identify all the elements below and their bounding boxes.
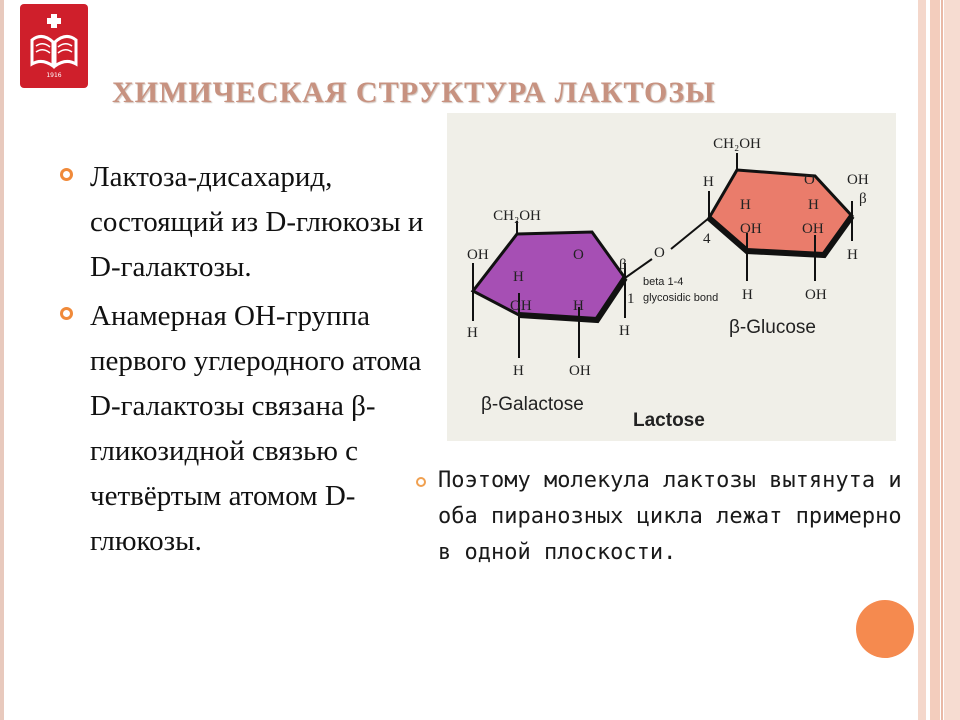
glucose-beta-label: β <box>859 191 867 207</box>
galactose-ch2oh-label: CH₂OH <box>493 208 541 224</box>
glucose-oh-label: OH <box>805 287 827 303</box>
note-text: Поэтому молекула лактозы вытянута и оба … <box>438 468 902 565</box>
university-logo: 1916 <box>20 4 88 88</box>
bond-caption-line-1: beta 1-4 <box>643 276 683 288</box>
glucose-bonds <box>708 153 853 281</box>
galactose-bonds <box>472 217 710 358</box>
glucose-ch2oh-label: CH₂OH <box>713 136 761 152</box>
page-title: ХИМИЧЕСКАЯ СТРУКТУРА ЛАКТОЗЫ <box>112 76 716 109</box>
galactose-h-label: H <box>513 269 524 285</box>
glucose-h-label: H <box>703 174 714 190</box>
glucose-carbon-number: 4 <box>703 231 711 247</box>
glucose-h-label: H <box>808 197 819 213</box>
glucose-h-label: H <box>742 287 753 303</box>
galactose-oh-label: OH <box>467 247 489 263</box>
decorative-orange-circle <box>856 600 914 658</box>
logo-year: 1916 <box>46 72 62 79</box>
glucose-h-label: H <box>740 197 751 213</box>
lactose-name-label: Lactose <box>633 410 705 431</box>
bullet-circle-icon <box>416 477 426 487</box>
glucose-h-label: H <box>847 247 858 263</box>
bullet-list: Лактоза-дисахарид, состоящий из D-глюкоз… <box>60 155 440 568</box>
galactose-h-label: H <box>467 325 478 341</box>
glucose-ring-front-edge <box>707 214 855 259</box>
right-frame-stripe <box>944 0 960 720</box>
right-frame-line <box>941 0 943 720</box>
galactose-oh-label: OH <box>510 298 532 314</box>
galactose-h-label: H <box>513 363 524 379</box>
glycosidic-oxygen-label: O <box>654 245 665 261</box>
bullet-circle-icon <box>60 168 73 181</box>
galactose-ring-oxygen-label: O <box>573 247 584 263</box>
galactose-ring-front-edge <box>518 276 628 324</box>
bullet-circle-icon <box>60 307 73 320</box>
open-book-icon <box>30 14 78 69</box>
bullet-text: Лактоза-дисахарид, состоящий из D-глюкоз… <box>90 161 424 283</box>
note-paragraph: Поэтому молекула лактозы вытянута и оба … <box>412 463 922 571</box>
glucose-name-label: β-Glucose <box>729 317 816 338</box>
galactose-beta-label: β <box>619 257 627 273</box>
glucose-oh-label: OH <box>802 221 824 237</box>
glucose-oh-label: OH <box>740 221 762 237</box>
list-item: Анамерная OH-группа первого углеродного … <box>60 294 440 564</box>
lactose-structure-diagram: CH₂OH OH O β H OH H 1 H H H OH O CH₂OH H… <box>447 113 896 441</box>
bullet-text: Анамерная OH-группа первого углеродного … <box>90 300 422 557</box>
galactose-name-label: β-Galactose <box>481 394 584 415</box>
galactose-h-label: H <box>619 323 630 339</box>
glucose-oh-label: OH <box>847 172 869 188</box>
galactose-h-label: H <box>573 298 584 314</box>
galactose-oh-label: OH <box>569 363 591 379</box>
left-frame-stripe <box>0 0 4 720</box>
glucose-ring-oxygen-label: O <box>804 172 815 188</box>
bond-caption-line-2: glycosidic bond <box>643 292 718 304</box>
right-frame-stripe <box>918 0 926 720</box>
list-item: Лактоза-дисахарид, состоящий из D-глюкоз… <box>60 155 440 290</box>
right-frame-stripe <box>930 0 940 720</box>
galactose-carbon-number: 1 <box>627 291 635 307</box>
